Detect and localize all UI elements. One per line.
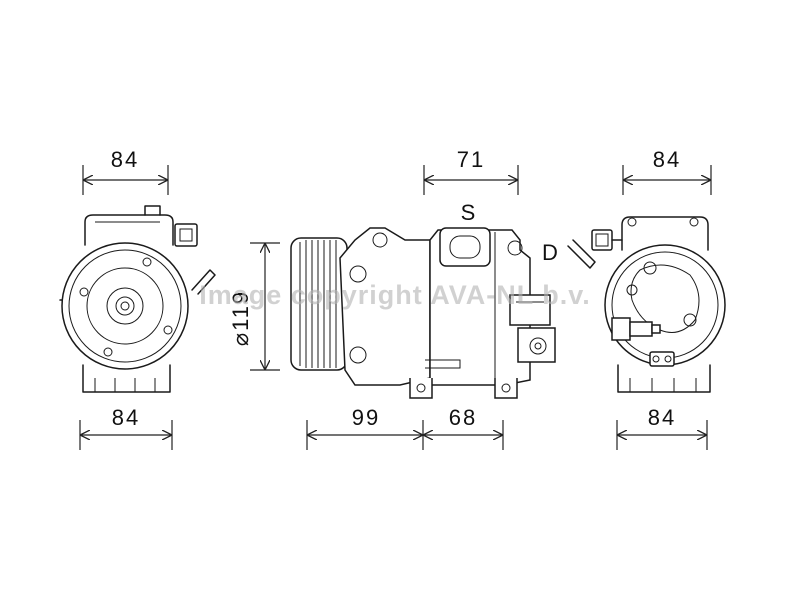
dim-right-bottom: 84 xyxy=(648,405,676,430)
center-view-side-profile xyxy=(290,227,556,399)
dimension-lines xyxy=(79,165,712,450)
port-label-suction: S xyxy=(461,200,476,225)
dim-right-top: 84 xyxy=(653,147,681,172)
watermark-text: Image copyright AVA-NL b.v. xyxy=(199,280,591,310)
dim-center-top: 71 xyxy=(457,147,485,172)
left-view-clutch-face xyxy=(59,205,216,393)
dim-center-bottom-right: 68 xyxy=(449,405,477,430)
dimension-labels: 84 84 71 ⌀119 99 68 84 84 S D xyxy=(111,147,681,430)
dim-center-diameter: ⌀119 xyxy=(228,290,253,346)
dim-left-bottom: 84 xyxy=(112,405,140,430)
dim-center-bottom-left: 99 xyxy=(352,405,380,430)
port-label-discharge: D xyxy=(542,240,558,265)
dim-left-top: 84 xyxy=(111,147,139,172)
right-view-rear-housing xyxy=(567,216,726,393)
